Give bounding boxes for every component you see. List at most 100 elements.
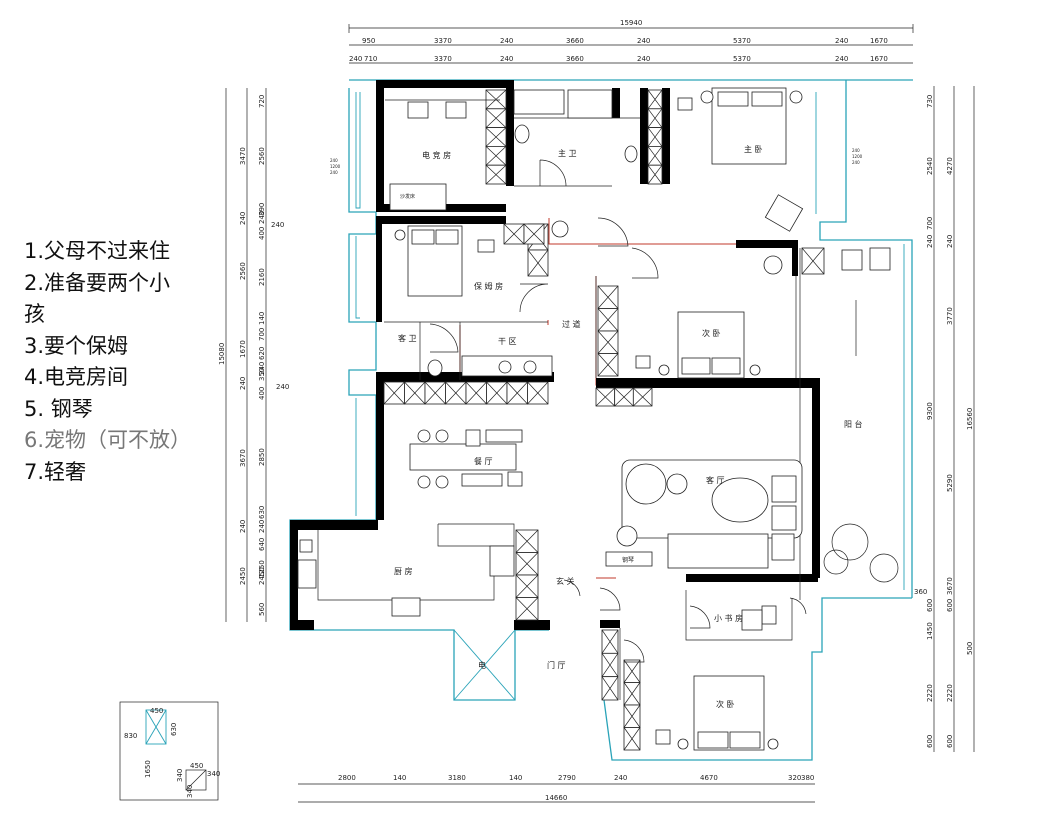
dim-top-total: 15940 — [620, 19, 642, 27]
cabinet-cross — [515, 552, 539, 576]
dim-left-inner: 240 — [258, 520, 266, 533]
bottom-dimensions: 2800 140 3180 140 2790 240 4670 320 380 … — [298, 774, 815, 803]
dim-right-inner: 2540 — [926, 157, 934, 175]
room-label-elevator: 电 — [478, 660, 486, 670]
dim-right-outer: 4270 — [946, 157, 954, 175]
cabinet-cross — [597, 353, 619, 377]
dim-left-inner: 560 — [258, 603, 266, 616]
dim-key: 340 — [186, 785, 194, 798]
dim-key: 450 — [190, 762, 203, 770]
window-mark: 240 — [330, 170, 338, 175]
cabinet-cross — [601, 676, 619, 701]
dim-top-row2: 240 — [500, 55, 513, 63]
room-label-master-bed: 主 卧 — [744, 144, 763, 154]
cabinet-cross — [527, 381, 549, 405]
window-mark: 240 — [330, 158, 338, 163]
requirement-item: 3.要个保姆 — [24, 333, 129, 358]
doors — [429, 159, 807, 663]
dim-left-inner: 240 — [258, 362, 266, 375]
dim-left-inner: 2560 — [258, 147, 266, 165]
dim-left-outer: 240 — [239, 520, 247, 533]
dim-top-row2: 240 — [349, 55, 362, 63]
cabinet-cross — [515, 574, 539, 598]
cabinet-cross — [647, 164, 663, 185]
dim-right-outer: 2220 — [946, 684, 954, 702]
dim-right-outer: 3670 — [946, 577, 954, 595]
room-label-sofa-bed: 沙发床 — [400, 193, 415, 200]
cabinet-cross — [597, 330, 619, 354]
window-mark: 240 — [852, 148, 860, 153]
cabinet-cross — [601, 653, 619, 677]
dim-top-row1: 1670 — [870, 37, 888, 45]
dim-left-inner: 400 — [258, 227, 266, 240]
dim-right-outer: 360 — [914, 588, 927, 596]
cabinet-cross — [623, 659, 641, 683]
dim-left-inner: 350 — [258, 368, 266, 381]
requirement-item: 6.宠物（可不放） — [24, 428, 192, 452]
dim-key: 340 — [176, 769, 184, 782]
dim-top-row2: 3660 — [566, 55, 584, 63]
dim-bottom: 4670 — [700, 774, 718, 782]
dim-right-outer: 5290 — [946, 474, 954, 492]
room-label-kitchen: 厨 房 — [394, 566, 413, 576]
dim-top-row1: 240 — [637, 37, 650, 45]
room-label-entrance: 玄 关 — [556, 576, 575, 586]
dim-left-inner: 630 — [258, 506, 266, 519]
dim-right-inner: 600 — [926, 735, 934, 748]
cabinet-cross — [515, 529, 539, 553]
dim-right-inner: 240 — [926, 235, 934, 248]
cabinet-cross — [647, 146, 663, 166]
room-label-living: 客 厅 — [706, 475, 725, 485]
dim-bottom: 240 — [614, 774, 627, 782]
dim-bottom: 380 — [801, 774, 814, 782]
cabinet-cross — [601, 629, 619, 654]
window-mark: 1200 — [330, 164, 341, 169]
dim-right-inner: 1450 — [926, 622, 934, 640]
cabinet-cross — [623, 704, 641, 728]
cabinet-cross — [597, 285, 619, 309]
requirement-item: 1.父母不过来住 — [24, 239, 171, 263]
dim-right-inner: 600 — [946, 599, 954, 612]
dim-top-row2: 240 — [835, 55, 848, 63]
window-mark: 1200 — [852, 154, 863, 159]
dim-top-row2: 1670 — [870, 55, 888, 63]
room-label-esports: 电 竞 房 — [422, 150, 451, 160]
dim-left-inner: 720 — [258, 95, 266, 108]
dim-left-side: 240 — [276, 383, 289, 391]
dim-top-row2: 240 — [637, 55, 650, 63]
cabinet-cross — [404, 381, 426, 405]
dim-top-row2: 710 — [364, 55, 377, 63]
room-label-nanny: 保 姆 房 — [474, 281, 503, 291]
cabinet-cross — [614, 387, 634, 407]
requirement-item: 2.准备要两个小孩 — [24, 270, 171, 327]
window-mark: 240 — [852, 160, 860, 165]
dim-right-inner: 3770 — [946, 307, 954, 325]
dim-bottom: 140 — [393, 774, 406, 782]
dim-top-row1: 3660 — [566, 37, 584, 45]
room-labels: 电 竞 房 主 卫 主 卧 保 姆 房 客 卫 干 区 过 道 次 卧 阳 台 … — [394, 144, 863, 709]
cabinet-cross — [647, 108, 663, 128]
cabinet-cross — [515, 597, 539, 621]
cabinets — [383, 89, 825, 751]
room-label-dry-area: 干 区 — [498, 337, 517, 346]
dim-bottom: 2800 — [338, 774, 356, 782]
room-label-second-bed-top: 次 卧 — [702, 328, 721, 338]
room-label-master-bath: 主 卫 — [558, 148, 577, 158]
dim-left-inner: 140 — [258, 312, 266, 325]
dim-left-inner: 2450 — [258, 567, 266, 585]
room-label-dining: 餐 厅 — [474, 457, 493, 466]
cabinet-cross — [633, 387, 653, 407]
dim-right-outer: 600 — [946, 735, 954, 748]
dim-left-side: 240 — [271, 221, 284, 229]
cabinet-cross — [424, 381, 446, 405]
right-dimensions: 730 2540 700 240 3770 600 1450 600 2220 … — [914, 86, 975, 752]
room-label-piano: 钢琴 — [622, 556, 634, 564]
dim-top-row2: 3370 — [434, 55, 452, 63]
room-label-study: 小 书 房 — [714, 613, 743, 623]
dim-left-inner: 2850 — [258, 448, 266, 466]
cabinet-cross — [647, 89, 663, 110]
requirement-item: 4.电竞房间 — [24, 365, 129, 389]
dim-top-row1: 240 — [835, 37, 848, 45]
dim-top-row1: 950 — [362, 37, 375, 45]
dim-left-outer: 1670 — [239, 340, 247, 358]
